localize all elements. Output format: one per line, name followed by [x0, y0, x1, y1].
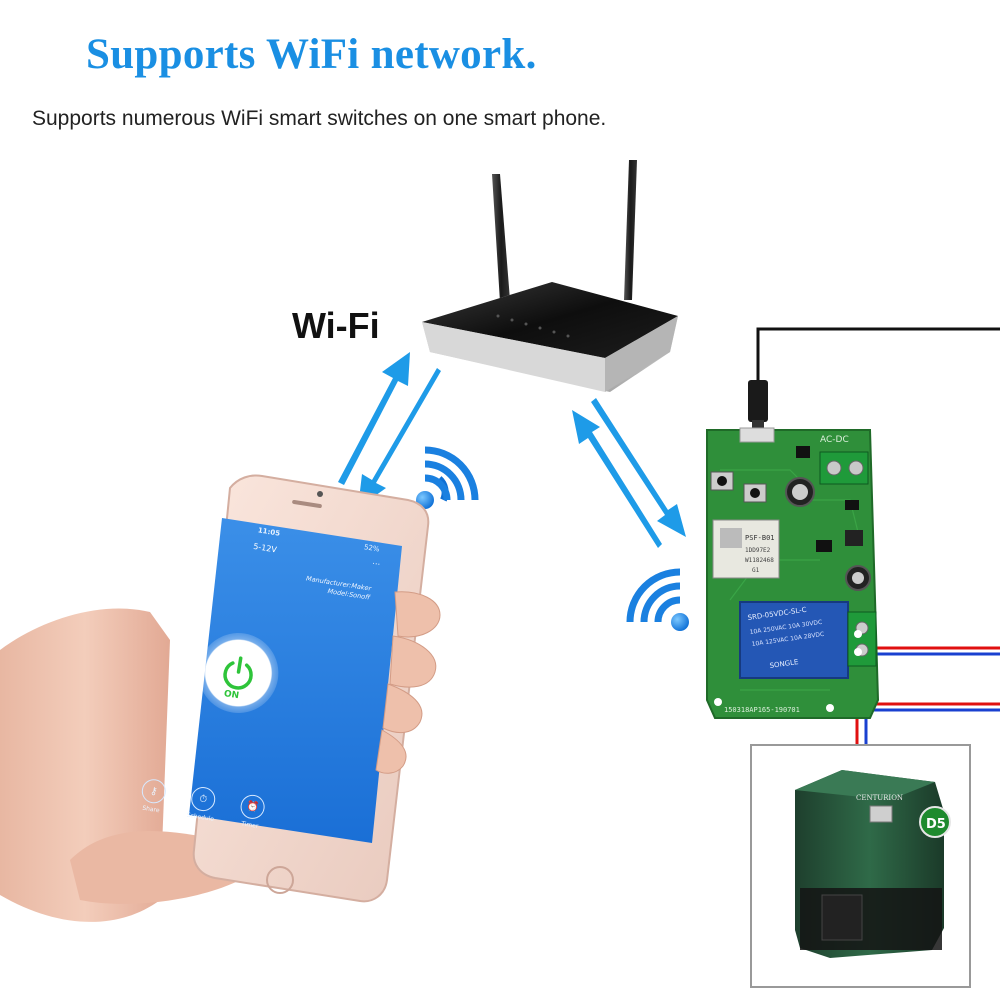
- wire-black: [756, 327, 1000, 384]
- svg-text:W1182468: W1182468: [745, 557, 774, 564]
- device-meta: Manufacturer:Maker Model:Sonoff: [304, 574, 371, 602]
- motor-badge: D5: [926, 817, 946, 832]
- wifi-signal-icon-right: [626, 568, 689, 631]
- status-battery: 52%: [363, 543, 381, 554]
- router: [422, 160, 678, 392]
- module-label: PSF-B01: [745, 534, 775, 542]
- share-icon: ⚷: [140, 777, 168, 805]
- router-wifi-label: Wi-Fi: [292, 305, 380, 346]
- status-time: 11:05: [257, 526, 281, 538]
- more-options-icon[interactable]: ⋯: [371, 558, 380, 569]
- arrow-board-to-router: [572, 410, 662, 548]
- signal-arrows: [338, 352, 686, 548]
- subheadline: Supports numerous WiFi smart switches on…: [32, 107, 607, 130]
- phone: [189, 474, 430, 903]
- router-antenna-left: [492, 174, 510, 302]
- app-screen: 11:05 52% ‹ 5-12V ⋯ Manufacturer:Maker M…: [117, 510, 390, 866]
- gate-motor: CENTURION D5: [750, 744, 971, 988]
- relay-brand: SONGLE: [769, 658, 799, 670]
- timer-label: Timer: [240, 820, 259, 830]
- fingers: [375, 591, 441, 774]
- wire-blue-bottom: [864, 708, 1000, 745]
- motor-brand: CENTURION: [856, 794, 903, 802]
- share-button[interactable]: ⚷ Share: [131, 776, 176, 816]
- schedule-label: Schedule: [186, 811, 215, 823]
- wifi-signal-icon-left: [416, 446, 479, 509]
- headline: Supports WiFi network.: [86, 31, 537, 78]
- power-toggle-button[interactable]: [192, 627, 285, 719]
- power-icon: [223, 656, 253, 690]
- back-arrow-icon[interactable]: ‹: [171, 527, 177, 539]
- router-antenna-right: [624, 160, 637, 300]
- svg-text:G1: G1: [752, 567, 760, 574]
- arrow-router-to-phone: [358, 368, 441, 508]
- alarm-clock-icon: ⏰: [238, 793, 267, 821]
- arrow-router-to-board: [591, 398, 686, 537]
- timer-button[interactable]: ⏰ Timer: [229, 792, 274, 832]
- pcb-code: 150318AP165-190701: [724, 706, 800, 714]
- device-title: 5-12V: [252, 541, 278, 555]
- stopwatch-icon: ⏱: [189, 785, 217, 813]
- power-state-label: ON: [223, 689, 240, 702]
- schedule-button[interactable]: ⏱ Schedule: [180, 784, 225, 824]
- svg-text:1DD97E2: 1DD97E2: [745, 547, 771, 554]
- relay-board: AC-DC PSF-B01 1DD97E2 W1182468 G1 SRD-05…: [706, 427, 880, 719]
- arrow-phone-to-router: [338, 352, 410, 485]
- board-label-acdc: AC-DC: [820, 435, 849, 445]
- share-label: Share: [141, 804, 161, 815]
